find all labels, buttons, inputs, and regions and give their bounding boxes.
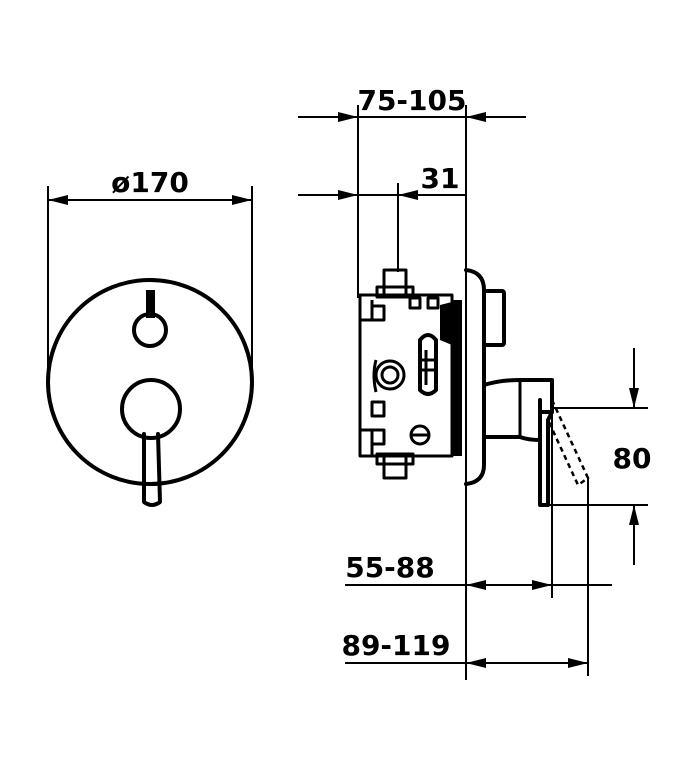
valve-body xyxy=(358,268,462,480)
lever-projection-long-label: 89-119 xyxy=(341,629,450,662)
side-view: 75-105 31 80 55-88 89-119 xyxy=(298,84,651,680)
lever-height-label: 80 xyxy=(613,442,652,475)
diameter-dimension: ø170 xyxy=(47,166,253,372)
diameter-label: ø170 xyxy=(111,166,189,199)
cover-plate-side xyxy=(464,268,590,507)
short-depth-dimension: 31 xyxy=(298,162,466,200)
depth-range-dimension: 75-105 xyxy=(298,84,526,122)
lever-height-dimension: 80 xyxy=(613,348,652,565)
lever-projection-short-label: 55-88 xyxy=(345,551,435,584)
mixer-lever xyxy=(120,378,182,507)
cover-plate-outline xyxy=(46,278,254,486)
front-view: ø170 xyxy=(46,166,254,507)
short-depth-label: 31 xyxy=(421,162,460,195)
lever-projection-short-dimension: 55-88 xyxy=(345,551,612,590)
diverter-knob xyxy=(132,290,168,348)
lever-projection-long-dimension: 89-119 xyxy=(341,629,588,668)
depth-range-label: 75-105 xyxy=(357,84,466,117)
